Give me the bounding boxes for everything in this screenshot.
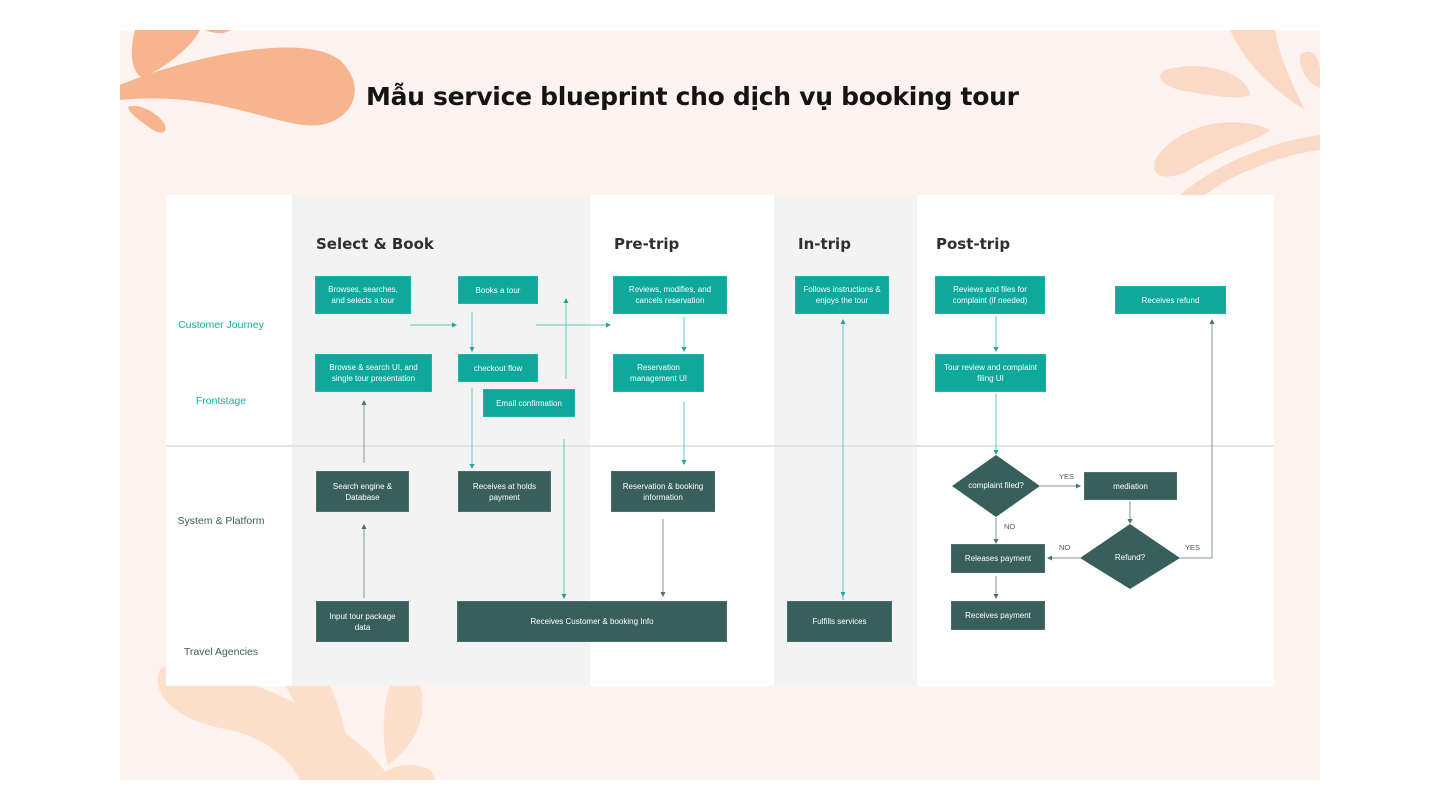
node-email-confirmation[interactable]: Email confirmation [484, 390, 574, 416]
lane-frontstage: Frontstage [195, 395, 247, 407]
petal-shape [285, 685, 350, 780]
edge-label-no: NO [1004, 522, 1016, 531]
node-fulfills-services[interactable]: Fulfills services [788, 602, 891, 641]
node-reservation-info[interactable]: Reservation & booking information [612, 472, 714, 511]
edge-label-no: NO [1059, 543, 1071, 552]
petal-shape [128, 105, 166, 133]
lane-customer-journey: Customer Journey [178, 319, 264, 331]
node-input-tour[interactable]: Input tour package data [317, 602, 408, 641]
node-search-engine[interactable]: Search engine & Database [317, 472, 408, 511]
node-browses[interactable]: Browses, searches, and selects a tour [316, 277, 410, 313]
edge-label-yes: YES [1185, 543, 1201, 552]
lane-system-platform: System & Platform [177, 515, 265, 527]
petal-shape [383, 685, 423, 765]
node-browse-ui[interactable]: Browse & search UI, and single tour pres… [316, 355, 431, 391]
phase-heading-select-book: Select & Book [316, 235, 434, 253]
node-receives-customer[interactable]: Receives Customer & booking Info [458, 602, 726, 641]
diamond-refund-label: Refund? [1114, 553, 1146, 562]
diamond-complaint-filed-label: complaint filed? [968, 481, 1024, 490]
petal-shape [375, 764, 435, 780]
page-title: Mẫu service blueprint cho dịch vụ bookin… [366, 82, 1019, 111]
diamond-complaint-filed [952, 455, 1040, 517]
node-receives-refund[interactable]: Receives refund [1116, 287, 1225, 313]
node-releases-payment[interactable]: Releases payment [952, 545, 1044, 572]
slide: Mẫu service blueprint cho dịch vụ bookin… [120, 30, 1320, 780]
edge-label-yes: YES [1059, 472, 1075, 481]
phase-heading-in-trip: In-trip [798, 235, 851, 253]
petal-shape [205, 30, 230, 33]
edge-refund-yes [1180, 319, 1215, 559]
petal-shape [1160, 66, 1250, 98]
petal-shape [131, 30, 200, 78]
node-complaint-ui[interactable]: Tour review and complaint filing UI [936, 355, 1045, 391]
line-of-visibility [166, 445, 1274, 447]
node-receives-holds[interactable]: Receives at holds payment [459, 472, 550, 511]
phase-heading-pre-trip: Pre-trip [614, 235, 680, 253]
node-mediation[interactable]: mediation [1085, 473, 1176, 499]
petal-shape [1299, 51, 1320, 88]
node-books-tour[interactable]: Books a tour [459, 277, 537, 303]
node-follows-instructions[interactable]: Follows instructions & enjoys the tour [796, 277, 888, 313]
decorative-petals [120, 30, 1320, 780]
node-reservation-ui[interactable]: Reservation management UI [614, 355, 703, 391]
petal-shape [1154, 122, 1270, 177]
lane-travel-agencies: Travel Agencies [183, 646, 259, 658]
petal-shape [120, 47, 355, 126]
node-reviews-modifies[interactable]: Reviews, modifies, and cancels reservati… [614, 277, 726, 313]
blueprint-panel: Select & Book Pre-trip In-trip Post-trip… [166, 195, 1274, 686]
petal-shape [1230, 30, 1305, 110]
connectors [361, 298, 1215, 600]
phase-heading-post-trip: Post-trip [936, 235, 1011, 253]
node-reviews-files[interactable]: Reviews and files for complaint (if need… [936, 277, 1044, 313]
diamond-refund [1080, 524, 1180, 589]
node-receives-payment[interactable]: Receives payment [952, 602, 1044, 629]
petal-shape [1180, 135, 1320, 195]
node-checkout-flow[interactable]: checkout flow [459, 355, 537, 381]
